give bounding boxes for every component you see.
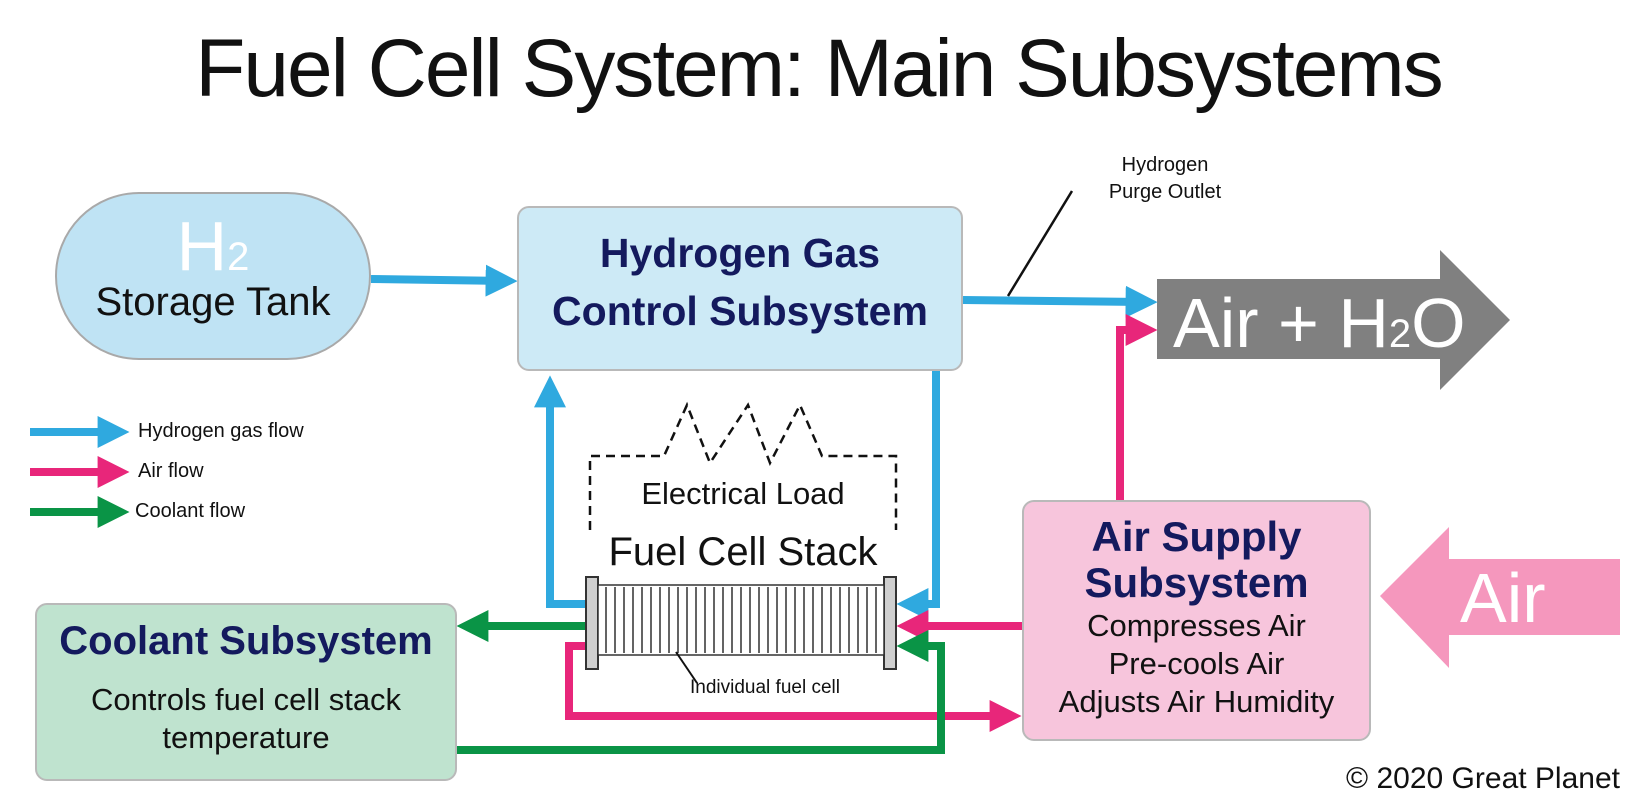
fuel-cell-stack-label: Fuel Cell Stack: [580, 530, 906, 575]
individual-cell-label: Individual fuel cell: [690, 677, 840, 698]
hydrogen-control-subsystem: Hydrogen Gas Control Subsystem: [517, 206, 963, 371]
air-intake-arrow: [1380, 527, 1620, 668]
stack-to-hydrogen-flow: [534, 375, 586, 608]
air-subsystem-title: Air Supply Subsystem: [1024, 514, 1369, 606]
legend-coolant-label: Coolant flow: [135, 500, 246, 522]
exhaust-label: Air + H2O: [1173, 284, 1466, 362]
coolant-desc-line2: temperature: [162, 720, 330, 755]
coolant-subsystem: Coolant Subsystem Controls fuel cell sta…: [35, 603, 457, 781]
purge-outlet-label: Hydrogen Purge Outlet: [1080, 152, 1250, 206]
coolant-to-stack-flow: [457, 630, 945, 754]
air-intake-label: Air: [1460, 559, 1546, 637]
hydrogen-subsystem-title-line1: Hydrogen Gas: [599, 230, 881, 276]
hydrogen-to-stack-flow: [896, 371, 940, 620]
air-to-exhaust-flow: [1116, 314, 1158, 500]
electrical-load-outline: [588, 401, 898, 560]
page-title: Fuel Cell System: Main Subsystems: [195, 23, 1443, 114]
stack-end-plate-right: [883, 576, 897, 670]
legend-air-label: Air flow: [138, 460, 204, 482]
purge-label-line2: Purge Outlet: [1108, 181, 1222, 203]
stack-to-air-flow: [565, 642, 1022, 732]
storage-tank: H2 Storage Tank: [55, 192, 371, 360]
air-subsystem-title-line2: Subsystem: [1084, 559, 1309, 606]
air-supply-subsystem: Air Supply Subsystem Compresses Air Pre-…: [1022, 500, 1371, 741]
hydrogen-subsystem-title-line2: Control Subsystem: [552, 288, 928, 334]
stack-end-plate-left: [585, 576, 599, 670]
coolant-subsystem-title: Coolant Subsystem: [59, 619, 433, 663]
copyright: © 2020 Great Planet: [1346, 762, 1620, 795]
hydrogen-to-exhaust-flow: [962, 285, 1158, 318]
air-subsystem-title-line1: Air Supply: [1091, 513, 1302, 560]
purge-leader-line: [1006, 190, 1074, 297]
tank-label: Storage Tank: [95, 280, 331, 324]
electrical-load-label: Electrical Load: [641, 476, 845, 511]
stack-cells: [605, 587, 877, 653]
air-desc-precools: Pre-cools Air: [1108, 646, 1285, 681]
exhaust-arrow: [1157, 250, 1510, 390]
air-desc-compresses: Compresses Air: [1087, 608, 1306, 643]
purge-label-line1: Hydrogen: [1121, 154, 1209, 176]
legend-hydrogen-label: Hydrogen gas flow: [138, 420, 304, 442]
tank-symbol: H2: [176, 207, 250, 285]
air-desc-humidity: Adjusts Air Humidity: [1058, 684, 1335, 719]
tank-to-hydrogen-flow: [370, 264, 518, 297]
coolant-subsystem-desc: Controls fuel cell stack temperature: [37, 681, 455, 757]
cell-leader-line: [675, 651, 698, 684]
coolant-desc-line1: Controls fuel cell stack: [90, 682, 402, 717]
